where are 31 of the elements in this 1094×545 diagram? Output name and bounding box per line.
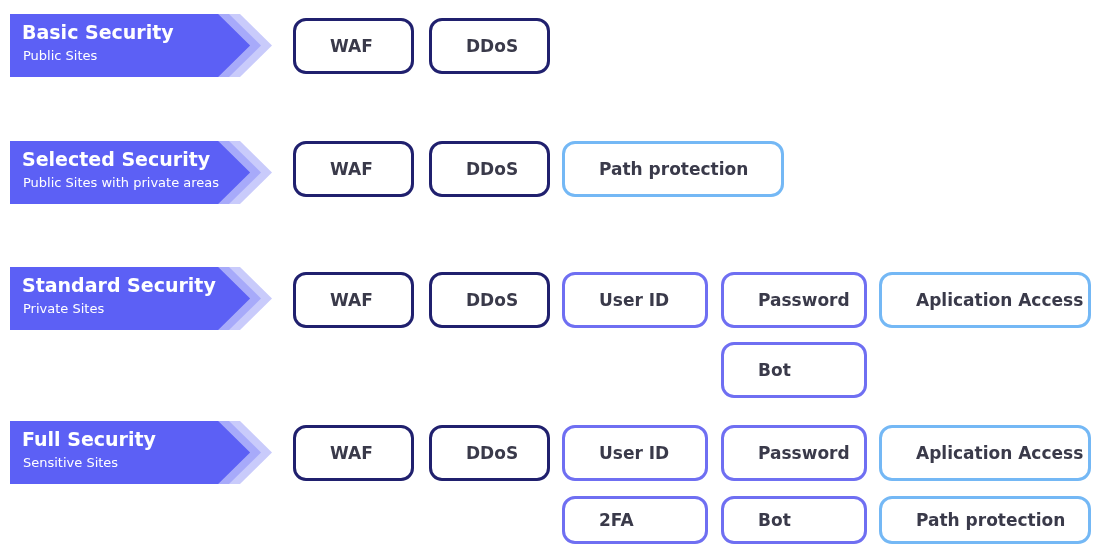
security-level-banner: [10, 141, 272, 204]
feature-box: DDoS: [429, 18, 550, 74]
level-heading: Standard Security: [22, 274, 216, 296]
feature-box: Path protection: [562, 141, 784, 197]
feature-box: DDoS: [429, 141, 550, 197]
security-level-banner: [10, 267, 272, 330]
feature-box: WAF: [293, 141, 414, 197]
feature-box: Password: [721, 425, 867, 481]
level-heading: Basic Security: [22, 21, 174, 43]
feature-box: DDoS: [429, 272, 550, 328]
security-level-banner: [10, 421, 272, 484]
feature-box: User ID: [562, 425, 708, 481]
feature-box: Aplication Access: [879, 272, 1091, 328]
feature-box: User ID: [562, 272, 708, 328]
security-level-banner: [10, 14, 272, 77]
feature-box: WAF: [293, 18, 414, 74]
level-subtitle: Public Sites with private areas: [23, 175, 220, 190]
feature-box: 2FA: [562, 496, 708, 544]
feature-box: Aplication Access: [879, 425, 1091, 481]
feature-box: Path protection: [879, 496, 1091, 544]
feature-box: WAF: [293, 272, 414, 328]
feature-box: Password: [721, 272, 867, 328]
feature-box: Bot: [721, 496, 867, 544]
level-subtitle: Private Sites: [23, 301, 105, 316]
feature-box: Bot: [721, 342, 867, 398]
level-heading: Selected Security: [22, 148, 211, 170]
feature-box: WAF: [293, 425, 414, 481]
level-heading: Full Security: [22, 428, 156, 450]
feature-box: DDoS: [429, 425, 550, 481]
level-subtitle: Sensitive Sites: [23, 455, 119, 470]
level-subtitle: Public Sites: [23, 48, 98, 63]
